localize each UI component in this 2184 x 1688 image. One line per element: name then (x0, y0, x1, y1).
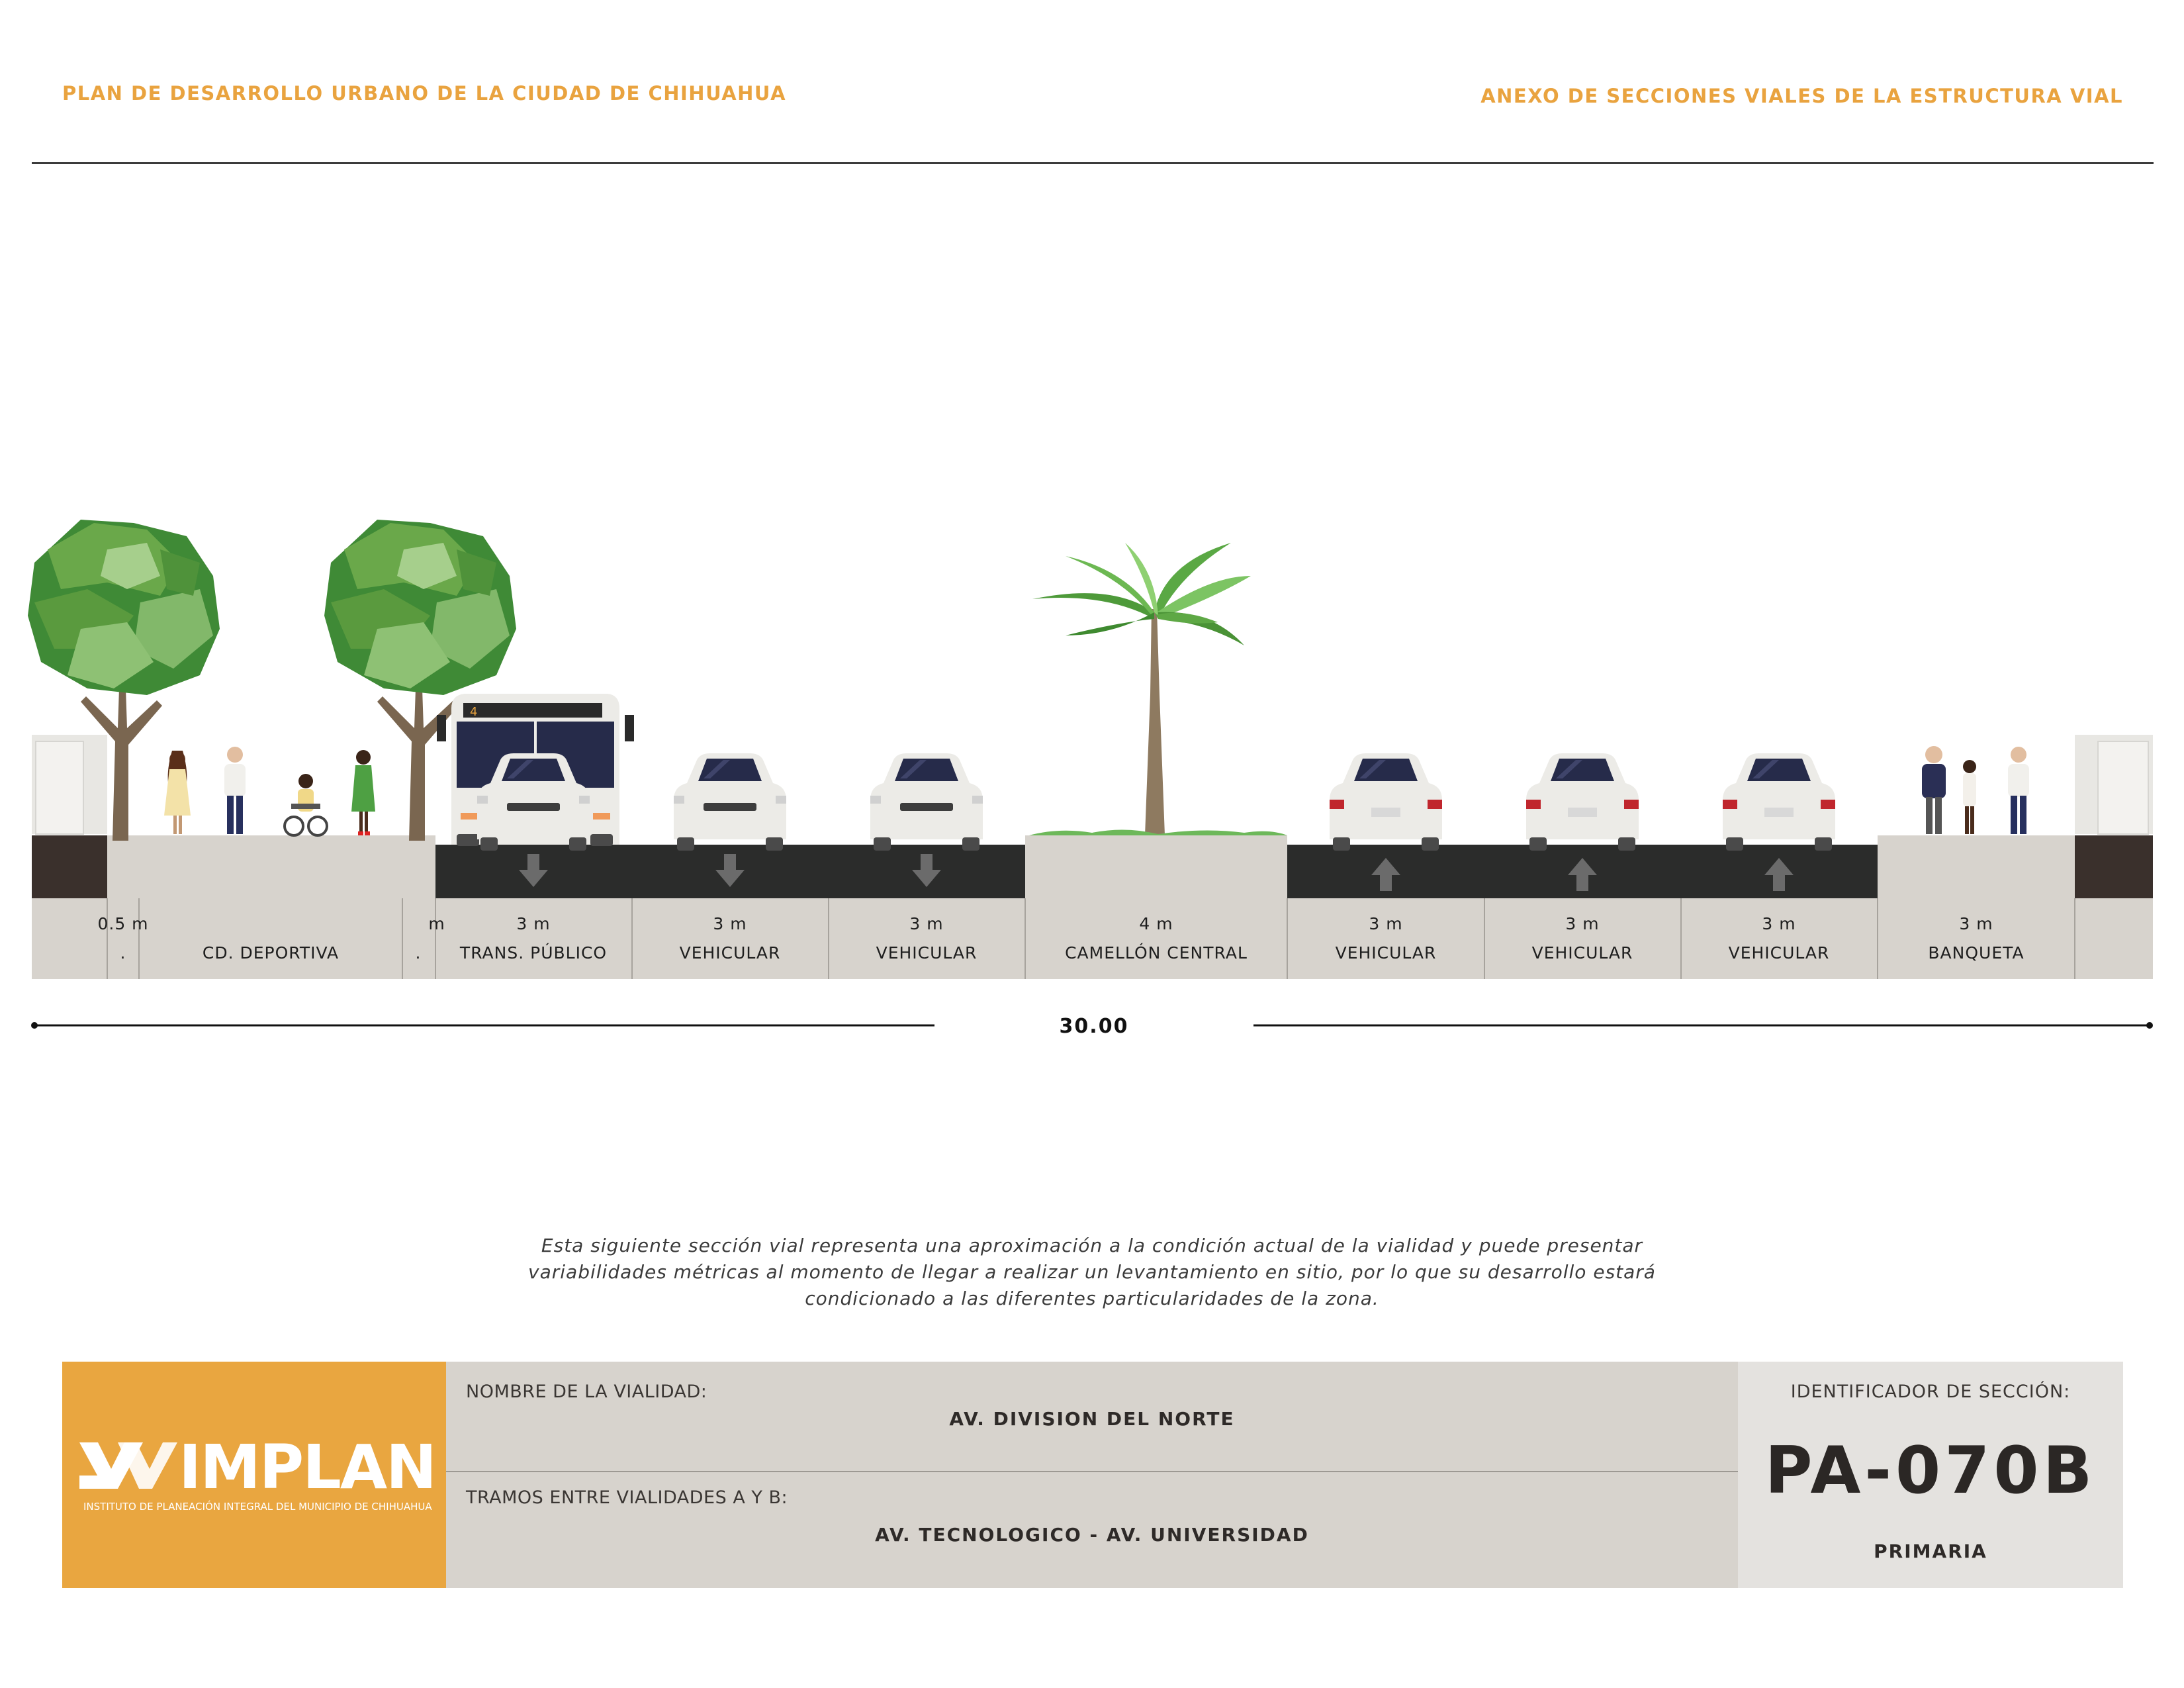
segment-value: AV. TECNOLOGICO - AV. UNIVERSIDAD (875, 1524, 1309, 1546)
note-line-3: condicionado a las diferentes particular… (805, 1288, 1379, 1309)
note-line-2: variabilidades métricas al momento de ll… (528, 1261, 1656, 1283)
road-class: PRIMARIA (1874, 1540, 1987, 1562)
road-name-label: NOMBRE DE LA VIALIDAD: (466, 1382, 707, 1402)
note-line-1: Esta siguiente sección vial representa u… (541, 1235, 1643, 1256)
segment-8-name: VEHICULAR (1532, 943, 1633, 962)
median (1025, 835, 1287, 898)
segment-4-width: 3 m (713, 914, 747, 933)
curb-right (2075, 835, 2153, 898)
disclaimer-note: Esta siguiente sección vial representa u… (463, 1233, 1721, 1312)
segment-9-name: VEHICULAR (1729, 943, 1830, 962)
implan-chevron-icon (79, 1442, 177, 1489)
segment-9-width: 3 m (1762, 914, 1796, 933)
segment-0-name: . (120, 943, 126, 962)
road-info: NOMBRE DE LA VIALIDAD: AV. DIVISION DEL … (446, 1362, 1738, 1588)
logo-wordmark: IMPLAN (179, 1432, 437, 1503)
wheelchair-user (283, 774, 328, 837)
segment-label: TRAMOS ENTRE VIALIDADES A Y B: (466, 1487, 788, 1508)
segment-5-name: VEHICULAR (876, 943, 978, 962)
id-label: IDENTIFICADOR DE SECCIÓN: (1790, 1382, 2071, 1402)
segment-7-width: 3 m (1369, 914, 1402, 933)
segment-0-width: 0.5 m (97, 914, 148, 933)
total-width-label: 30.00 (1060, 1015, 1129, 1038)
car-front-2 (674, 753, 786, 851)
document-title: PLAN DE DESARROLLO URBANO DE LA CIUDAD D… (62, 82, 787, 105)
car-rear-2 (1526, 753, 1639, 851)
total-width-dimension: 30.00 (31, 1015, 2153, 1038)
segment-3-width: 3 m (516, 914, 550, 933)
segment-10-name: BANQUETA (1928, 943, 2024, 962)
title-block: IMPLAN INSTITUTO DE PLANEACIÓN INTEGRAL … (62, 1362, 2123, 1588)
segment-6-name: CAMELLÓN CENTRAL (1065, 943, 1248, 962)
segment-7-name: VEHICULAR (1336, 943, 1437, 962)
road-cross-section: 0.5 m . CD. DEPORTIVA m . 3 m TRANS. PÚB… (28, 520, 2153, 1038)
sidewalk-left (107, 835, 435, 898)
curb-left (32, 835, 107, 898)
segment-1-name: CD. DEPORTIVA (203, 943, 339, 962)
logo-subtitle: INSTITUTO DE PLANEACIÓN INTEGRAL DEL MUN… (83, 1501, 432, 1513)
pedestrian-woman-dress (164, 751, 191, 834)
car-front-3 (870, 753, 983, 851)
pedestrian-elderly-woman (1922, 746, 1946, 834)
label-dividers (107, 898, 2075, 979)
road-name: AV. DIVISION DEL NORTE (949, 1408, 1235, 1430)
segment-10-width: 3 m (1959, 914, 1993, 933)
section-identifier: IDENTIFICADOR DE SECCIÓN: PA-070B PRIMAR… (1738, 1362, 2123, 1588)
segment-4-name: VEHICULAR (680, 943, 781, 962)
implan-logo: IMPLAN INSTITUTO DE PLANEACIÓN INTEGRAL … (62, 1362, 446, 1588)
car-rear-1 (1330, 753, 1442, 851)
sidewalk-right (1878, 835, 2075, 898)
pedestrian-elderly-man (224, 747, 246, 834)
id-code: PA-070B (1764, 1433, 2097, 1509)
segment-3-name: TRANS. PÚBLICO (459, 943, 607, 962)
info-divider (446, 1471, 1738, 1472)
pedestrian-woman-green (351, 750, 375, 835)
pedestrian-child (1963, 760, 1976, 834)
palm-tree (1029, 543, 1287, 835)
bus-route-number: 4 (470, 705, 477, 719)
annex-title: ANEXO DE SECCIONES VIALES DE LA ESTRUCTU… (1480, 85, 2123, 107)
segment-2-width: m (428, 914, 445, 933)
label-band (32, 898, 2153, 979)
header-rule (32, 162, 2154, 164)
pedestrian-elderly-man-right (2008, 747, 2029, 834)
segment-6-width: 4 m (1139, 914, 1173, 933)
segment-5-width: 3 m (909, 914, 943, 933)
car-rear-3 (1723, 753, 1835, 851)
segment-8-width: 3 m (1565, 914, 1599, 933)
segment-2-name: . (416, 943, 422, 962)
